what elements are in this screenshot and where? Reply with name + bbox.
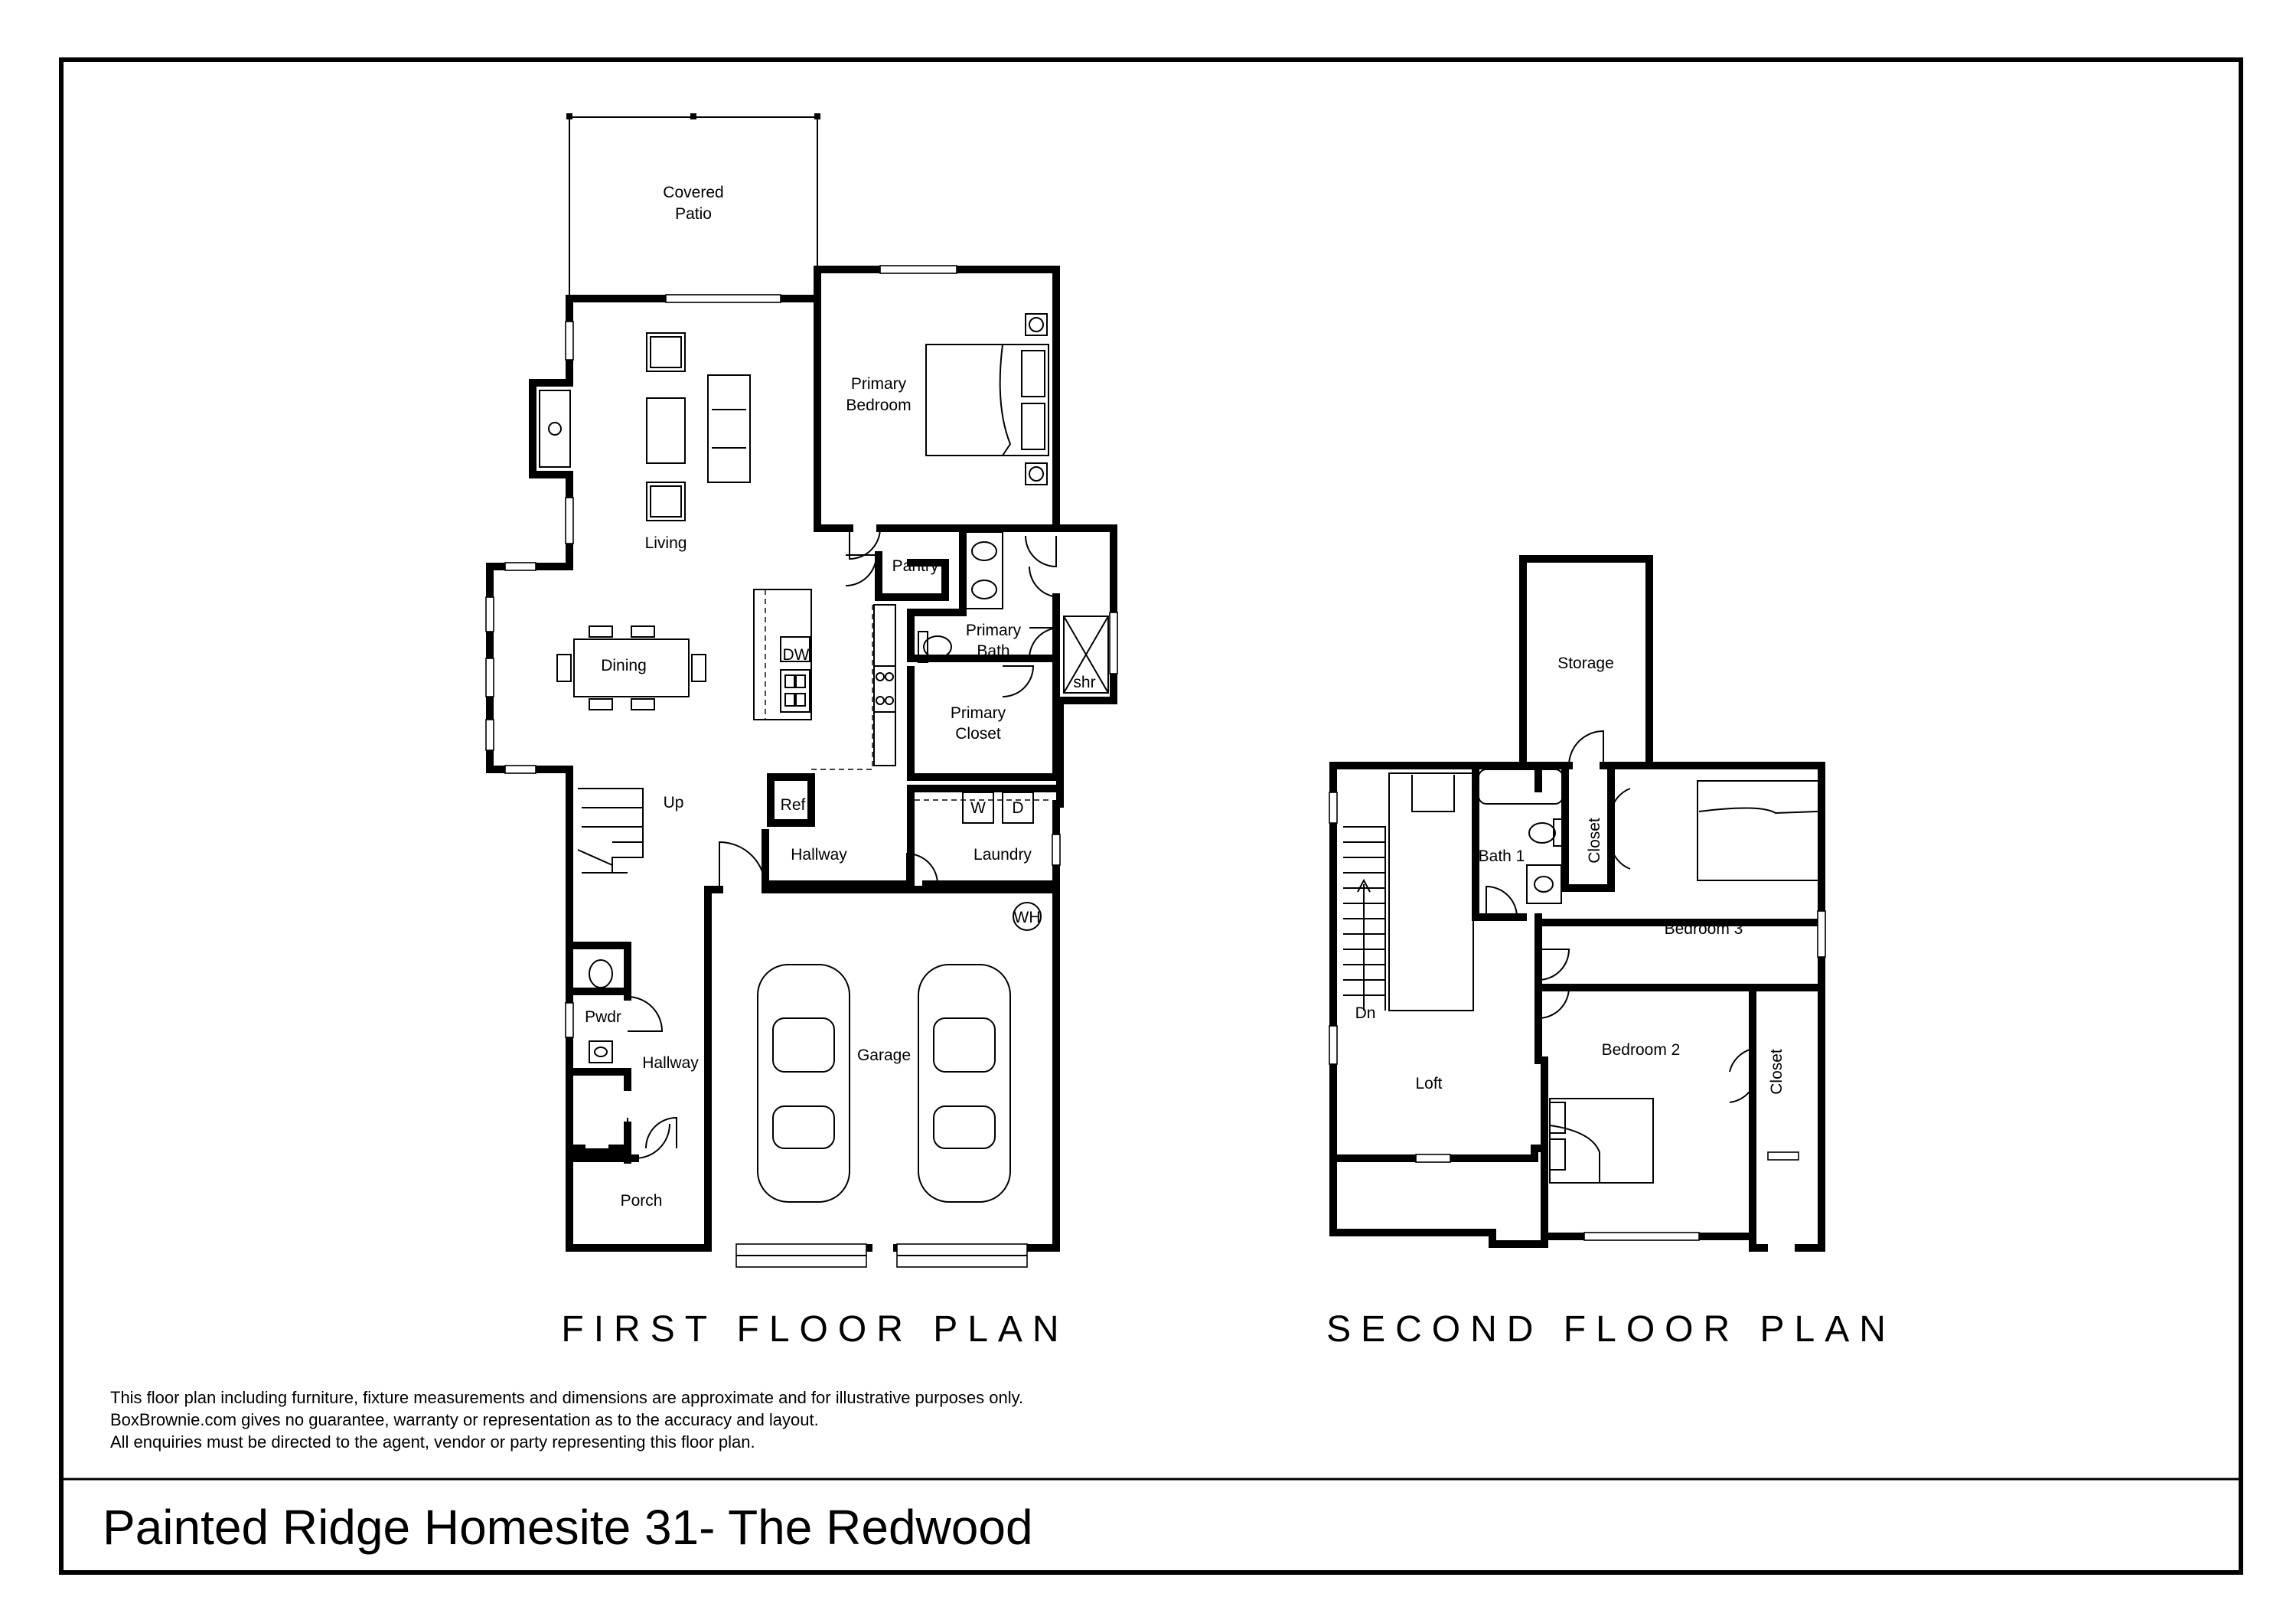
label-covered-patio-1: Covered: [663, 184, 723, 201]
label-powder: Pwdr: [585, 1008, 621, 1026]
fireplace: [529, 379, 573, 478]
label-primary-bath-2: Bath: [977, 642, 1009, 660]
powder-fixtures: [589, 959, 613, 1063]
second-floor-stairs: [1343, 772, 1474, 1011]
second-floor-doors: [1486, 730, 1753, 1103]
garage-cars: [757, 902, 1042, 1203]
label-hallway-upper: Hallway: [791, 846, 847, 864]
label-down: Dn: [1355, 1004, 1376, 1022]
label-dryer: D: [1012, 799, 1023, 817]
label-laundry: Laundry: [974, 846, 1032, 864]
label-bath-1: Bath 1: [1479, 847, 1525, 865]
label-living: Living: [645, 534, 687, 552]
bedroom-2-bed: [1549, 1098, 1654, 1184]
label-primary-bedroom-2: Bedroom: [846, 397, 911, 414]
label-primary-bath-1: Primary: [966, 622, 1022, 639]
label-water-heater: WH: [1014, 909, 1041, 926]
second-floor-windows: [1329, 792, 1826, 1241]
label-covered-patio-2: Patio: [675, 205, 712, 223]
second-floor-labels: Storage Bath 1 Closet Bedroom 3 Dn Loft …: [1355, 655, 1786, 1095]
label-dishwasher: DW: [783, 646, 810, 664]
label-porch: Porch: [621, 1192, 663, 1210]
label-primary-closet-1: Primary: [951, 704, 1006, 722]
second-floor-caption: SECOND FLOOR PLAN: [1326, 1309, 1896, 1350]
disclaimer-line-1: This floor plan including furniture, fix…: [110, 1388, 1023, 1407]
bath-1-fixtures: [1478, 769, 1564, 904]
first-floor-plan: [485, 113, 1118, 1268]
dining-table: [556, 625, 706, 710]
label-pantry: Pantry: [892, 557, 939, 575]
second-floor-plan: [1329, 555, 1826, 1252]
plan-title: Painted Ridge Homesite 31- The Redwood: [103, 1500, 1033, 1555]
bedroom-3-bed: [1697, 780, 1821, 881]
label-primary-closet-2: Closet: [955, 725, 1001, 743]
label-bedroom-3: Bedroom 3: [1665, 920, 1743, 938]
second-floor-interior-walls: [1472, 762, 1825, 1236]
laundry-appliances: [915, 792, 1052, 824]
disclaimer-line-2: BoxBrownie.com gives no guarantee, warra…: [110, 1410, 819, 1429]
label-closet-bedroom-2: Closet: [1768, 1049, 1786, 1095]
kitchen: [753, 589, 896, 770]
first-floor-doors: [627, 527, 1061, 1159]
first-floor-labels: Covered Patio Primary Bedroom Living Din…: [585, 184, 1096, 1210]
label-bedroom-2: Bedroom 2: [1602, 1041, 1681, 1059]
label-up: Up: [664, 794, 684, 812]
first-floor-caption: FIRST FLOOR PLAN: [561, 1309, 1068, 1350]
label-hallway-lower: Hallway: [642, 1054, 699, 1072]
label-washer: W: [970, 799, 986, 817]
disclaimer: This floor plan including furniture, fix…: [110, 1388, 1023, 1452]
disclaimer-line-3: All enquiries must be directed to the ag…: [110, 1432, 755, 1452]
label-dining: Dining: [601, 657, 647, 674]
living-furniture: [646, 332, 751, 521]
label-shower: shr: [1073, 674, 1095, 691]
label-storage: Storage: [1557, 655, 1614, 672]
covered-patio-outline: [566, 113, 820, 299]
first-floor-interior-walls: [566, 524, 1060, 1252]
label-garage: Garage: [857, 1047, 911, 1064]
primary-bath-fixtures: [918, 531, 1109, 694]
primary-bed: [925, 313, 1049, 485]
first-floor-stairs: [577, 788, 644, 874]
label-closet-bedroom-3: Closet: [1586, 818, 1603, 864]
first-floor-windows: [485, 265, 1118, 1268]
label-loft: Loft: [1415, 1075, 1442, 1092]
label-primary-bedroom-1: Primary: [851, 375, 907, 393]
sheet-border: [59, 57, 2243, 1575]
first-floor-exterior-walls: [486, 266, 1117, 1252]
label-refrigerator: Ref: [781, 796, 806, 814]
